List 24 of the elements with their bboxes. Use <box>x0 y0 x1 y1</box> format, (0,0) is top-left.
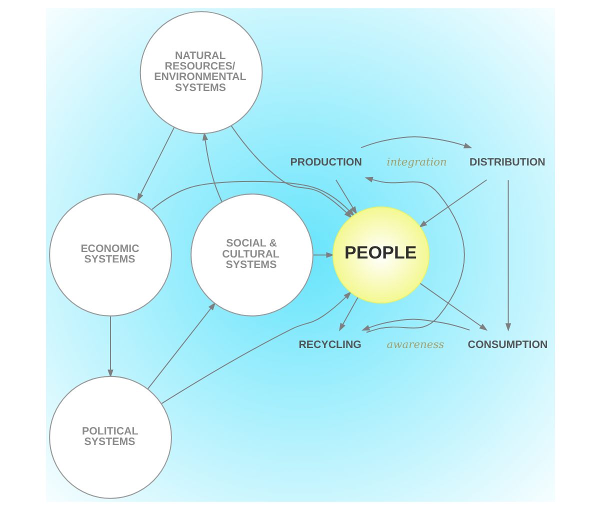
arrow <box>146 302 216 390</box>
arrow <box>338 296 358 332</box>
arrow <box>504 180 511 332</box>
arrow <box>334 179 357 215</box>
node-text: DISTRIBUTION <box>469 156 545 169</box>
node-circle: NATURAL RESOURCES/ ENVIRONMENTAL SYSTEMS <box>139 11 262 134</box>
arrow <box>360 136 472 148</box>
node-text: RECYCLING <box>298 339 361 352</box>
node-circle: SOCIAL & CULTURAL SYSTEMS <box>190 194 313 316</box>
arrow <box>202 132 222 202</box>
arrow <box>364 176 464 333</box>
arrow <box>419 282 488 331</box>
arrow <box>361 318 470 331</box>
arrow <box>150 180 354 216</box>
node-text: CONSUMPTION <box>467 339 548 352</box>
node-text: PRODUCTION <box>290 156 362 169</box>
node-circle: POLITICAL SYSTEMS <box>48 376 172 499</box>
label: integration <box>386 156 446 169</box>
arrow <box>160 291 352 404</box>
label: awareness <box>386 338 444 352</box>
arrow <box>312 252 334 258</box>
arrow <box>107 316 113 378</box>
arrow <box>418 179 487 228</box>
arrow <box>136 126 174 202</box>
